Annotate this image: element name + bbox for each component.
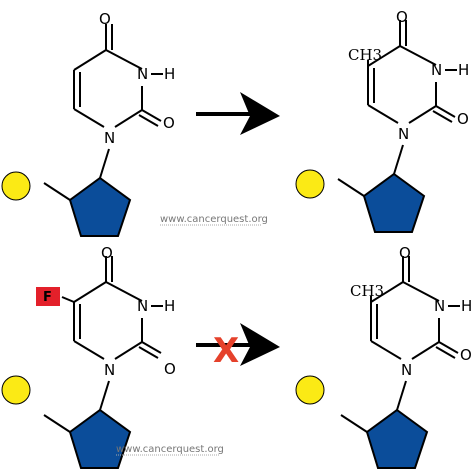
sugar-pentagon — [43, 409, 131, 469]
n-h-hydrogen-label: H — [164, 65, 175, 83]
bottom-right-molecule: CH3 N N H O O — [295, 244, 472, 469]
phosphate-circle — [295, 375, 325, 405]
side-oxygen-label: O — [164, 360, 176, 378]
n-h-hydrogen-label: H — [461, 297, 472, 315]
watermark-text: www.cancerquest.org — [116, 444, 224, 455]
top-oxygen-label: O — [99, 10, 111, 28]
n-h-hydrogen-label: H — [164, 297, 175, 315]
base-ring-bonds — [370, 255, 459, 411]
top-oxygen-label: O — [396, 8, 408, 26]
ring-n1-label: N — [104, 129, 115, 147]
base-ring-bonds — [367, 19, 456, 175]
side-oxygen-label: O — [457, 110, 469, 128]
fluorine-highlight-box — [36, 287, 60, 306]
side-oxygen-label: O — [163, 114, 175, 132]
blocked-x-mark: X — [213, 331, 239, 371]
base-ring-bonds — [73, 255, 162, 411]
ring-n3-label: N — [434, 297, 445, 315]
sugar-pentagon — [43, 177, 131, 237]
phosphate-circle — [295, 169, 325, 199]
ring-n1-label: N — [398, 125, 409, 143]
watermark-text: www.cancerquest.org — [160, 214, 268, 225]
fluorine-bond — [61, 296, 75, 303]
blocked-reaction-arrow — [196, 323, 280, 366]
methyl-group-label: CH3 — [348, 46, 382, 64]
fluorine-label: F — [43, 290, 52, 305]
phosphate-circle — [1, 171, 31, 201]
ring-n1-label: N — [104, 361, 115, 379]
phosphate-circle — [1, 375, 31, 405]
top-oxygen-label: O — [101, 244, 113, 262]
top-left-molecule: N N H O O — [1, 10, 175, 237]
ring-n3-label: N — [431, 61, 442, 79]
top-right-molecule: CH3 N N H O O — [295, 8, 469, 233]
reaction-arrow — [196, 92, 280, 135]
top-oxygen-label: O — [399, 244, 411, 262]
n-h-hydrogen-label: H — [458, 61, 469, 79]
methyl-group-label: CH3 — [350, 282, 384, 300]
ring-n3-label: N — [137, 297, 148, 315]
ring-n3-label: N — [137, 65, 148, 83]
base-ring-bonds — [73, 23, 162, 179]
ring-n1-label: N — [401, 361, 412, 379]
side-oxygen-label: O — [460, 346, 472, 364]
bottom-left-molecule: F N N H O O — [1, 244, 176, 469]
sugar-pentagon — [337, 173, 425, 233]
sugar-pentagon — [340, 409, 428, 469]
